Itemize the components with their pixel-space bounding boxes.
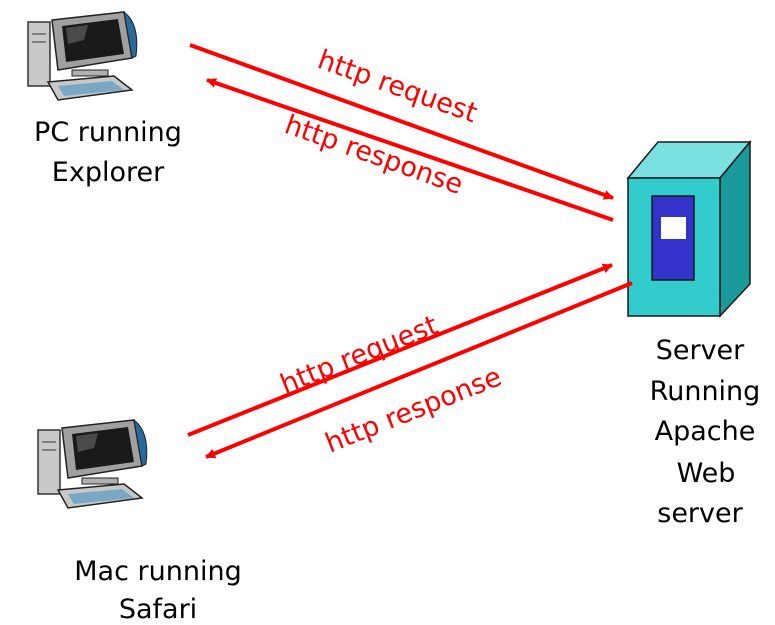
- pc-request-arrow: [189, 43, 614, 200]
- server-label-line1: Server: [656, 335, 745, 366]
- server-label-line3: Apache: [655, 416, 756, 447]
- mac-request-arrow: [187, 263, 613, 437]
- mac-label-line2: Safari: [119, 594, 197, 625]
- pc-request-label: http request: [314, 44, 481, 129]
- mac-computer-icon: [37, 419, 148, 509]
- pc-response-label: http response: [281, 109, 467, 201]
- pc-label-line2: Explorer: [52, 157, 165, 188]
- server-tower-icon: [626, 139, 752, 318]
- mac-request-label: http request: [276, 310, 442, 401]
- pc-computer-icon: [27, 11, 138, 101]
- mac-response-arrow: [205, 281, 633, 459]
- pc-response-arrow: [206, 78, 614, 222]
- server-label-line4: Web: [677, 458, 736, 489]
- mac-label-line1: Mac running: [74, 556, 241, 587]
- server-label-line5: server: [657, 498, 743, 529]
- server-label-line2: Running: [650, 376, 761, 407]
- pc-label-line1: PC running: [34, 117, 182, 148]
- mac-response-label: http response: [321, 361, 506, 459]
